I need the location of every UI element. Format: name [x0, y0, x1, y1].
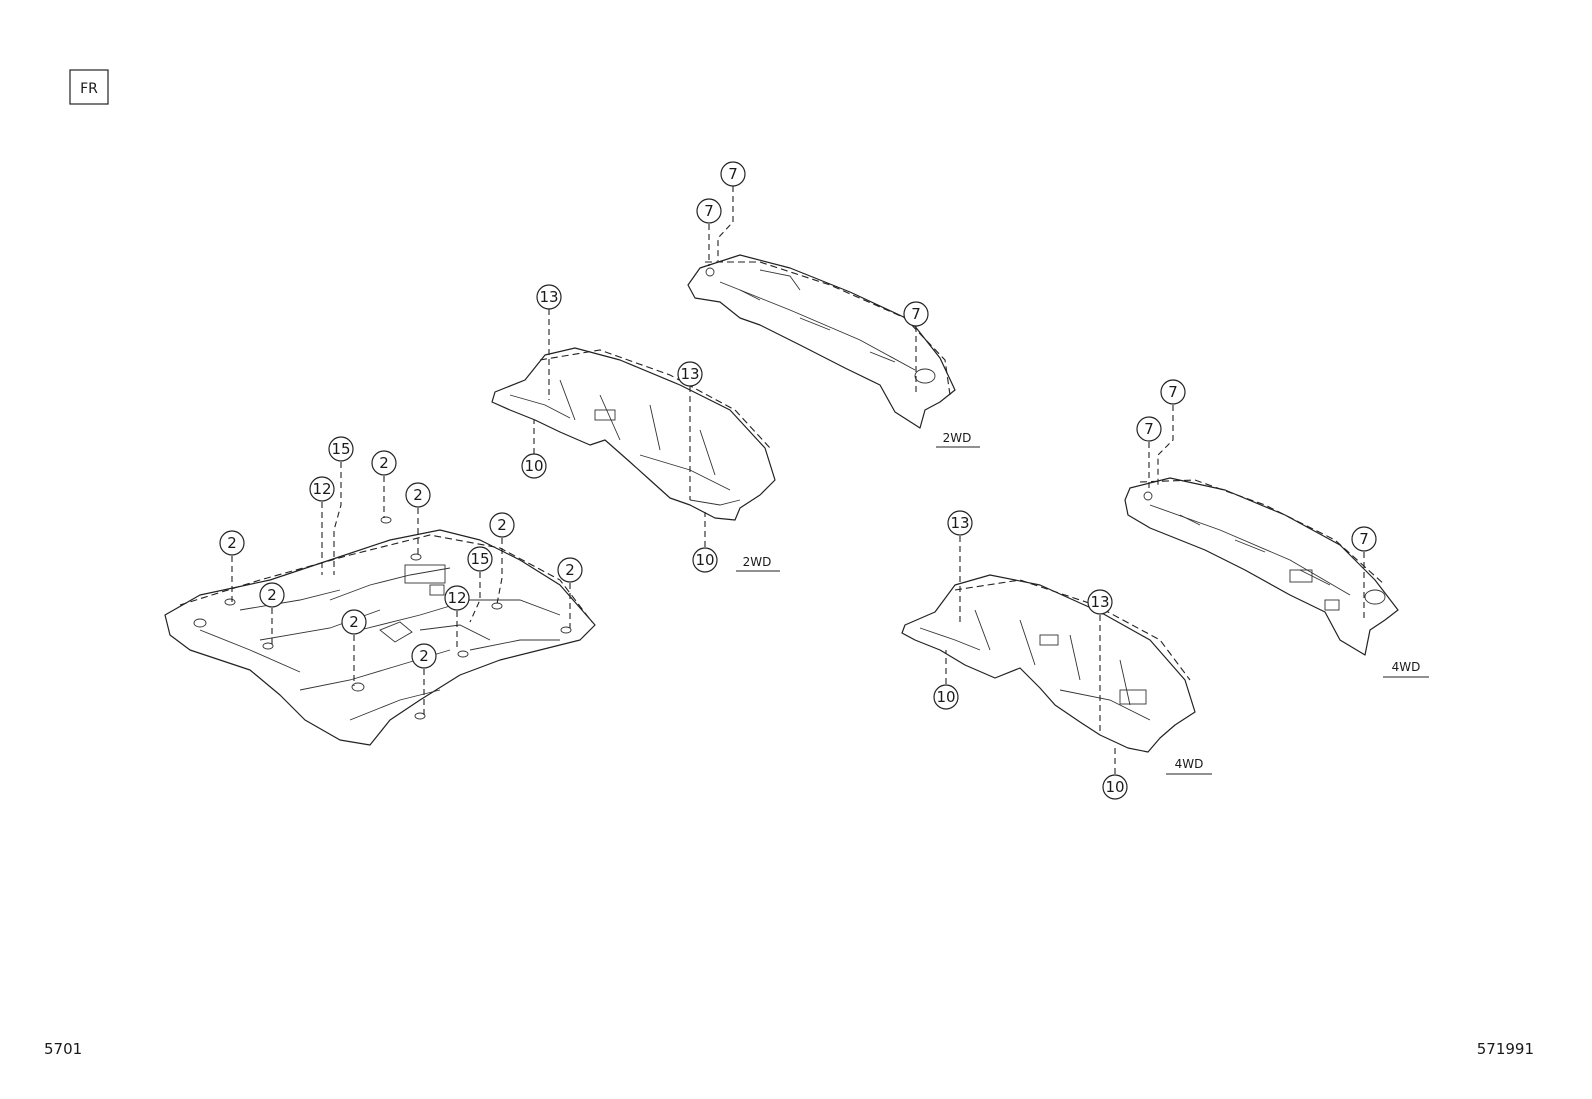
callout-2-d: 2: [489, 512, 515, 538]
callout-10-left: 10: [521, 453, 547, 479]
callout-number: 10: [695, 551, 714, 569]
callout-number: 7: [1144, 420, 1154, 438]
callout-10-4wd-right: 10: [1102, 774, 1128, 800]
callout-2-f: 2: [557, 557, 583, 583]
callout-number: 7: [728, 165, 738, 183]
callout-2-h: 2: [411, 643, 437, 669]
callout-number: 13: [680, 365, 699, 383]
variant-label-upper-2wd: 2WD: [936, 431, 980, 448]
callout-number: 15: [470, 550, 489, 568]
callout-15-bottom: 15: [467, 546, 493, 572]
variant-label-shield-2wd: 2WD: [736, 555, 780, 572]
fr-orientation-box: FR: [69, 69, 109, 105]
callout-number: 2: [267, 586, 277, 604]
callout-number: 13: [539, 288, 558, 306]
callout-12-top: 12: [309, 476, 335, 502]
variant-label-upper-4wd: 4WD: [1383, 660, 1429, 678]
callout-number: 2: [419, 647, 429, 665]
callout-2-b: 2: [405, 482, 431, 508]
footer-left-code: 5701: [44, 1040, 82, 1058]
callout-13-right: 13: [677, 361, 703, 387]
callout-2-c: 2: [219, 530, 245, 556]
callout-12-bottom: 12: [444, 585, 470, 611]
callout-7-top: 7: [720, 161, 746, 187]
dash-shield-2wd: [491, 347, 776, 521]
callout-13-4wd-right: 13: [1087, 589, 1113, 615]
callout-number: 12: [312, 480, 331, 498]
callout-number: 7: [1359, 530, 1369, 548]
callout-number: 10: [1105, 778, 1124, 796]
callout-number: 2: [497, 516, 507, 534]
variant-text: 4WD: [1175, 757, 1204, 771]
callout-number: 2: [349, 613, 359, 631]
footer-right-code: 571991: [1477, 1040, 1534, 1058]
floor-panel-assembly: [164, 516, 596, 746]
callout-number: 7: [704, 202, 714, 220]
callout-2-a: 2: [371, 450, 397, 476]
variant-text: 2WD: [943, 431, 972, 445]
callout-2-g: 2: [341, 609, 367, 635]
callout-number: 10: [936, 688, 955, 706]
callout-10-right: 10: [692, 547, 718, 573]
upper-dash-panel-2wd: [687, 254, 956, 429]
callout-10-4wd-left: 10: [933, 684, 959, 710]
fr-label: FR: [80, 81, 98, 97]
callout-13-left: 13: [536, 284, 562, 310]
callout-number: 2: [227, 534, 237, 552]
callout-number: 13: [1090, 593, 1109, 611]
callout-number: 2: [565, 561, 575, 579]
callout-number: 12: [447, 589, 466, 607]
variant-text: 4WD: [1392, 660, 1421, 674]
callout-7-4wd-top: 7: [1160, 379, 1186, 405]
callout-7-left: 7: [696, 198, 722, 224]
callout-2-e: 2: [259, 582, 285, 608]
callout-number: 13: [950, 514, 969, 532]
variant-text: 2WD: [743, 555, 772, 569]
callout-number: 2: [413, 486, 423, 504]
callout-15-top: 15: [328, 436, 354, 462]
upper-dash-panel-4wd: [1124, 477, 1399, 656]
variant-label-shield-4wd: 4WD: [1166, 757, 1212, 775]
callout-7-4wd-right: 7: [1351, 526, 1377, 552]
callout-number: 7: [1168, 383, 1178, 401]
callout-13-4wd-left: 13: [947, 510, 973, 536]
callout-7-right: 7: [903, 301, 929, 327]
leader-lines: [231, 186, 1365, 774]
callout-number: 2: [379, 454, 389, 472]
callout-number: 15: [331, 440, 350, 458]
callout-number: 10: [524, 457, 543, 475]
callout-number: 7: [911, 305, 921, 323]
callout-7-4wd-left: 7: [1136, 416, 1162, 442]
